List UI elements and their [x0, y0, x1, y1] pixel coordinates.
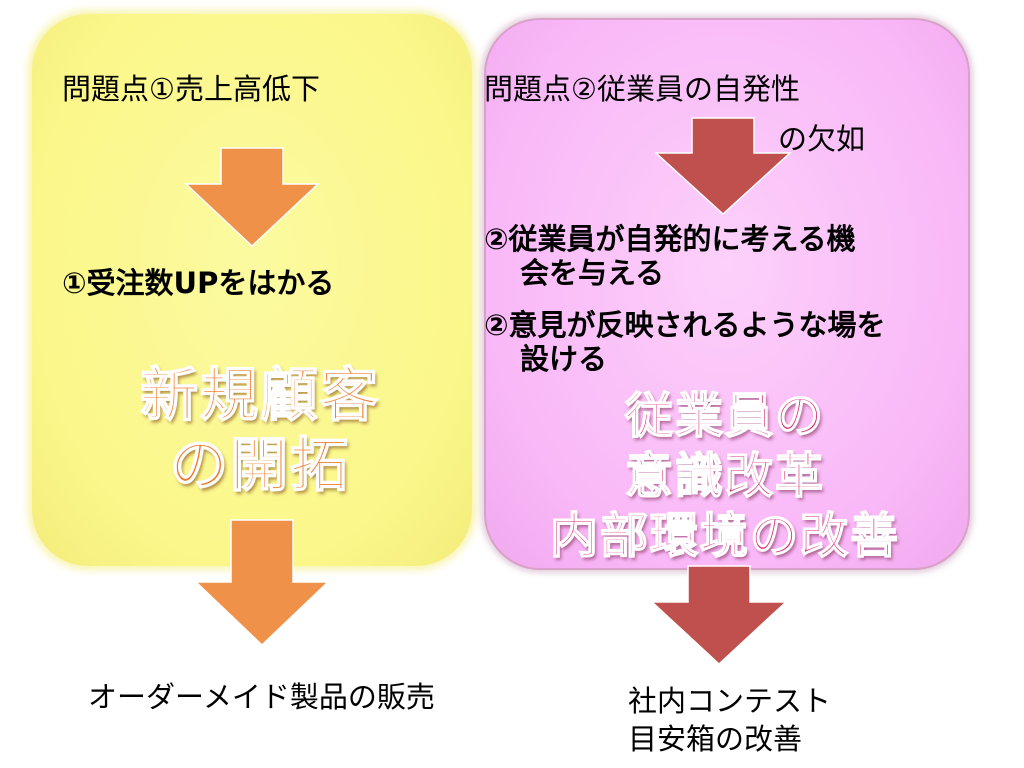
right-theme-line1: 従業員の [624, 387, 825, 445]
down-arrow-icon [650, 565, 788, 666]
right-theme-line3: 内部環境の改善 [549, 507, 900, 565]
right-measure1-line2: 会を与える [520, 256, 665, 290]
left-problem: 問題点①売上高低下 [62, 72, 320, 106]
left-theme-line2: の開拓 [169, 430, 350, 500]
left-theme-line1: 新規顧客 [139, 360, 380, 430]
right-problem-line1: 問題点②従業員の自発性 [484, 72, 800, 106]
left-panel [32, 14, 472, 566]
down-arrow-icon [654, 117, 792, 216]
down-arrow-icon [184, 147, 320, 248]
down-arrow-icon [194, 519, 330, 647]
right-theme-line2: 意識改革 [624, 447, 825, 505]
right-theme: 従業員の 意識改革 内部環境の改善 [500, 386, 950, 566]
right-result-line1: 社内コンテスト [628, 684, 832, 718]
left-measure: ①受注数UPをはかる [62, 266, 335, 300]
right-problem-line2: の欠如 [778, 122, 866, 156]
right-measure2-line2: 設ける [520, 342, 608, 376]
right-measure1-line1: ②従業員が自発的に考える機 [484, 222, 856, 256]
left-theme: 新規顧客 の開拓 [120, 360, 400, 500]
right-measure2-line1: ②意見が反映されるような場を [484, 308, 886, 342]
right-result-line2: 目安箱の改善 [628, 722, 803, 756]
right-panel [484, 18, 970, 570]
left-result: オーダーメイド製品の販売 [88, 680, 435, 714]
